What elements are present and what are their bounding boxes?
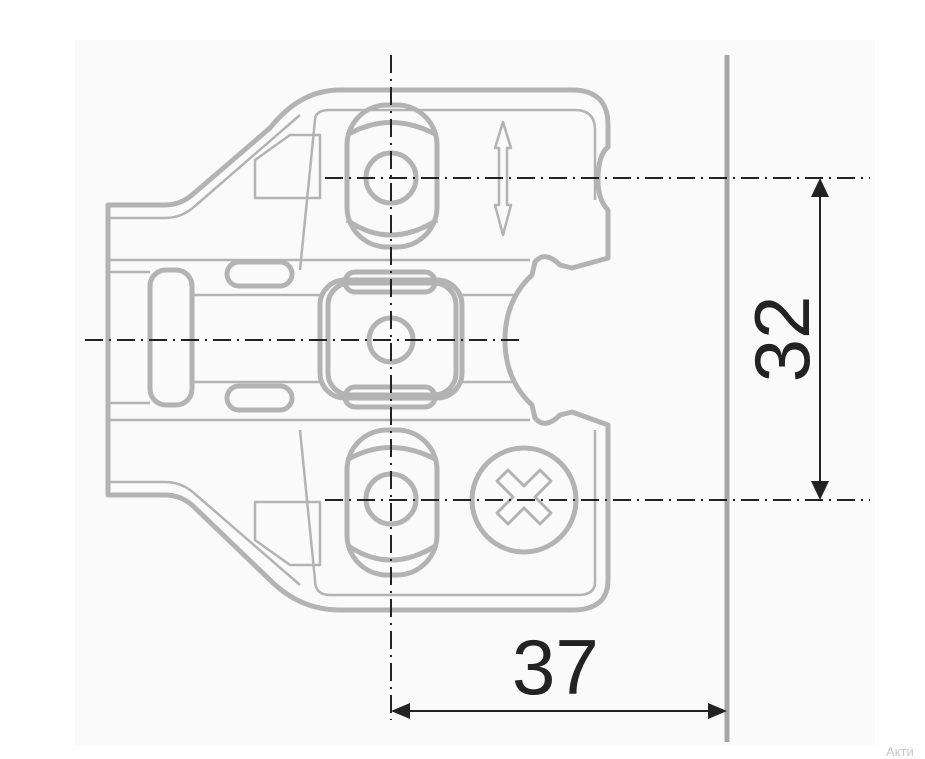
adjust-arrow-icon — [493, 120, 513, 237]
drawing-background — [75, 40, 875, 745]
dimension-32-line — [811, 178, 829, 500]
dimension-32-label: 32 — [738, 295, 826, 383]
dimension-37-line — [391, 703, 727, 719]
centerlines — [85, 55, 870, 720]
dimension-37-label: 37 — [512, 623, 599, 711]
watermark-text: Акти — [886, 744, 914, 759]
plate-outline — [105, 87, 611, 613]
